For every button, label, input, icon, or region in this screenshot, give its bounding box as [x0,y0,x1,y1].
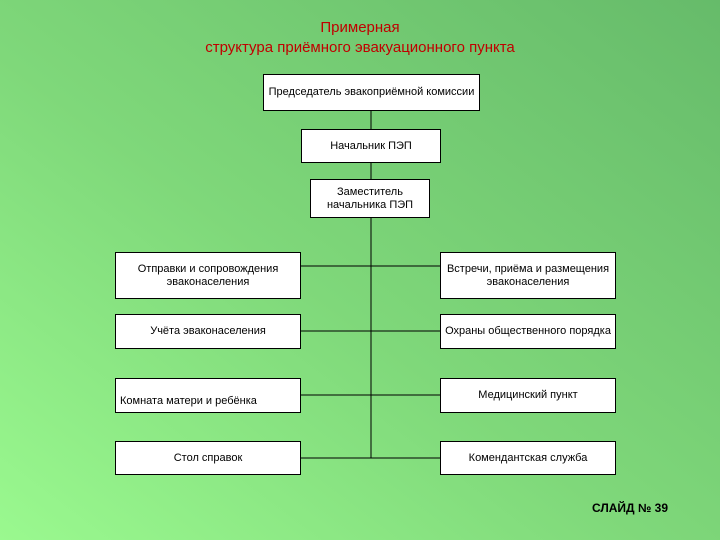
title-line-1: Примерная [320,19,400,36]
left-unit-4: Стол справок [115,441,301,475]
left-unit-2: Учёта эваконаселения [115,314,301,349]
diagram-title: Примерная структура приёмного эвакуацион… [0,18,720,58]
left-unit-1: Отправки и сопровождения эваконаселения [115,252,301,299]
right-unit-2: Охраны общественного порядка [440,314,616,349]
left-unit-3: Комната матери и ребёнка [115,378,301,413]
right-unit-1: Встречи, приёма и размещения эваконаселе… [440,252,616,299]
right-unit-3: Медицинский пункт [440,378,616,413]
chief-box: Начальник ПЭП [301,129,441,163]
slide-number: СЛАЙД № 39 [591,501,668,515]
title-line-2: структура приёмного эвакуационного пункт… [205,39,515,56]
right-unit-4: Комендантская служба [440,441,616,475]
chairman-box: Председатель эвакоприёмной комиссии [263,74,480,111]
deputy-box: Заместитель начальника ПЭП [310,179,430,218]
